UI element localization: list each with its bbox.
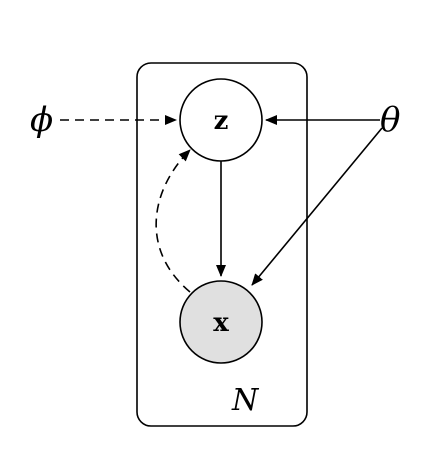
latent-node-label: z xyxy=(214,106,229,136)
phi-label: ϕ xyxy=(30,100,53,140)
theta-label: θ xyxy=(380,100,400,140)
observed-node xyxy=(179,280,263,364)
edge-x-to-z-inference xyxy=(155,149,191,293)
edge-theta-to-x xyxy=(251,127,383,286)
latent-node xyxy=(179,78,263,162)
plate-label: N xyxy=(231,383,260,418)
plate xyxy=(136,62,308,427)
observed-node-label: x xyxy=(213,308,229,338)
